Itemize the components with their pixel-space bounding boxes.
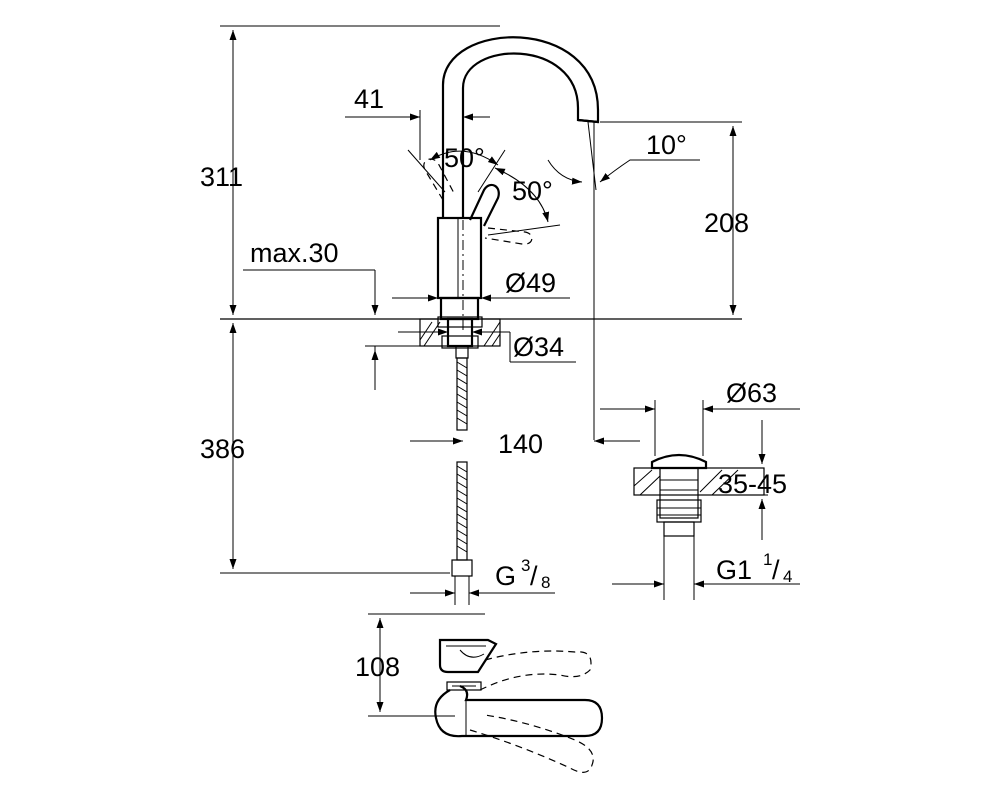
height-below-deck-label: 386 bbox=[200, 434, 245, 464]
waste-thread-slash: / bbox=[772, 555, 780, 585]
waste-thread-denominator: 4 bbox=[783, 567, 792, 586]
top-view-depth-label: 108 bbox=[355, 652, 400, 682]
hole-diameter-label: Ø34 bbox=[513, 332, 564, 362]
reach-dimension: 140 bbox=[410, 429, 640, 459]
faucet-body: 41 50° 50° bbox=[345, 36, 600, 330]
waste-thread-numerator: 1 bbox=[763, 550, 772, 569]
lever-angle-side-label: 50° bbox=[512, 176, 553, 206]
waste-thread-prefix: G1 bbox=[716, 555, 752, 585]
waste-thickness-label: 35-45 bbox=[718, 469, 787, 499]
spout-reach-label: 140 bbox=[498, 429, 543, 459]
spout-dimensions: 10° 208 bbox=[547, 121, 749, 440]
connection-thread-numerator: 3 bbox=[521, 556, 530, 575]
height-above-deck-label: 311 bbox=[200, 162, 243, 192]
connection-thread-prefix: G bbox=[495, 561, 516, 591]
lever-angle-front-label: 50° bbox=[444, 143, 485, 173]
lever-offset-label: 41 bbox=[354, 84, 384, 114]
body-diameter-label: Ø49 bbox=[505, 268, 556, 298]
mounting-dimensions: max.30 Ø49 Ø34 bbox=[243, 238, 576, 390]
pop-up-waste: Ø63 35-45 G1 1 / 4 bbox=[600, 378, 800, 600]
connection-thread-slash: / bbox=[530, 561, 538, 591]
top-view: 108 bbox=[355, 613, 604, 773]
supply-hose bbox=[451, 357, 473, 605]
spout-height-label: 208 bbox=[704, 208, 749, 238]
connection-thread-denominator: 8 bbox=[541, 573, 550, 592]
deck-thickness-label: max.30 bbox=[250, 238, 339, 268]
waste-diameter-label: Ø63 bbox=[726, 378, 777, 408]
connection-thread: G 3 / 8 bbox=[410, 556, 555, 597]
spout-angle-label: 10° bbox=[646, 130, 687, 160]
height-dimensions: 311 386 bbox=[200, 25, 500, 574]
